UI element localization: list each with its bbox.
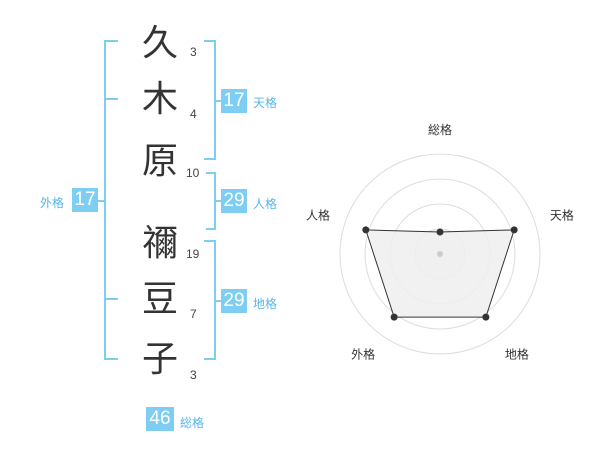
jinkaku-badge: 29 <box>221 189 247 213</box>
gaikaku-connector <box>98 200 106 202</box>
stroke-count-4: 19 <box>186 247 200 261</box>
stroke-count-6: 3 <box>190 368 197 382</box>
radar-axis-label: 人格 <box>306 208 330 223</box>
name-char-4: 禰 <box>141 223 178 264</box>
jinkaku-label: 人格 <box>253 197 278 211</box>
name-char-3: 原 <box>141 141 178 182</box>
radar-axis-label: 総格 <box>428 122 452 137</box>
radar-grid-ring <box>339 153 541 355</box>
name-char-5: 豆 <box>141 279 178 320</box>
gaikaku-label: 外格 <box>40 196 65 210</box>
jinkaku-bracket <box>206 172 216 230</box>
radar-point-2 <box>510 226 518 234</box>
stroke-count-2: 4 <box>190 107 197 121</box>
chikaku-badge: 29 <box>221 289 247 313</box>
tenkaku-connector <box>216 100 222 102</box>
name-char-6: 子 <box>141 339 178 380</box>
radar-point-4 <box>390 313 398 321</box>
stroke-count-1: 3 <box>190 45 197 59</box>
name-char-1: 久 <box>141 23 178 64</box>
radar-series-area <box>365 229 515 318</box>
stroke-count-5: 7 <box>190 307 197 321</box>
soukaku-badge: 46 <box>146 407 174 431</box>
soukaku-label: 総格 <box>180 416 205 430</box>
stroke-count-3: 10 <box>186 166 200 180</box>
radar-center-point <box>437 251 443 257</box>
radar-point-3 <box>482 313 490 321</box>
tenkaku-label: 天格 <box>253 96 278 110</box>
gaikaku-badge: 17 <box>72 188 98 212</box>
chikaku-bracket <box>204 240 216 360</box>
radar-point-5 <box>362 226 370 234</box>
gaikaku-bracket-tick <box>104 98 118 100</box>
tenkaku-bracket <box>204 40 216 160</box>
gaikaku-bracket-tick <box>104 298 118 300</box>
jinkaku-connector <box>216 200 222 202</box>
name-char-2: 木 <box>141 79 178 120</box>
tenkaku-badge: 17 <box>221 89 247 113</box>
chikaku-label: 地格 <box>253 297 278 311</box>
radar-axis-label: 地格 <box>505 346 529 361</box>
radar-axis-label: 天格 <box>550 208 574 223</box>
radar-point-1 <box>436 228 444 236</box>
chikaku-connector <box>216 300 222 302</box>
radar-axis-label: 外格 <box>351 346 375 361</box>
radar-grid-ring <box>364 178 516 330</box>
